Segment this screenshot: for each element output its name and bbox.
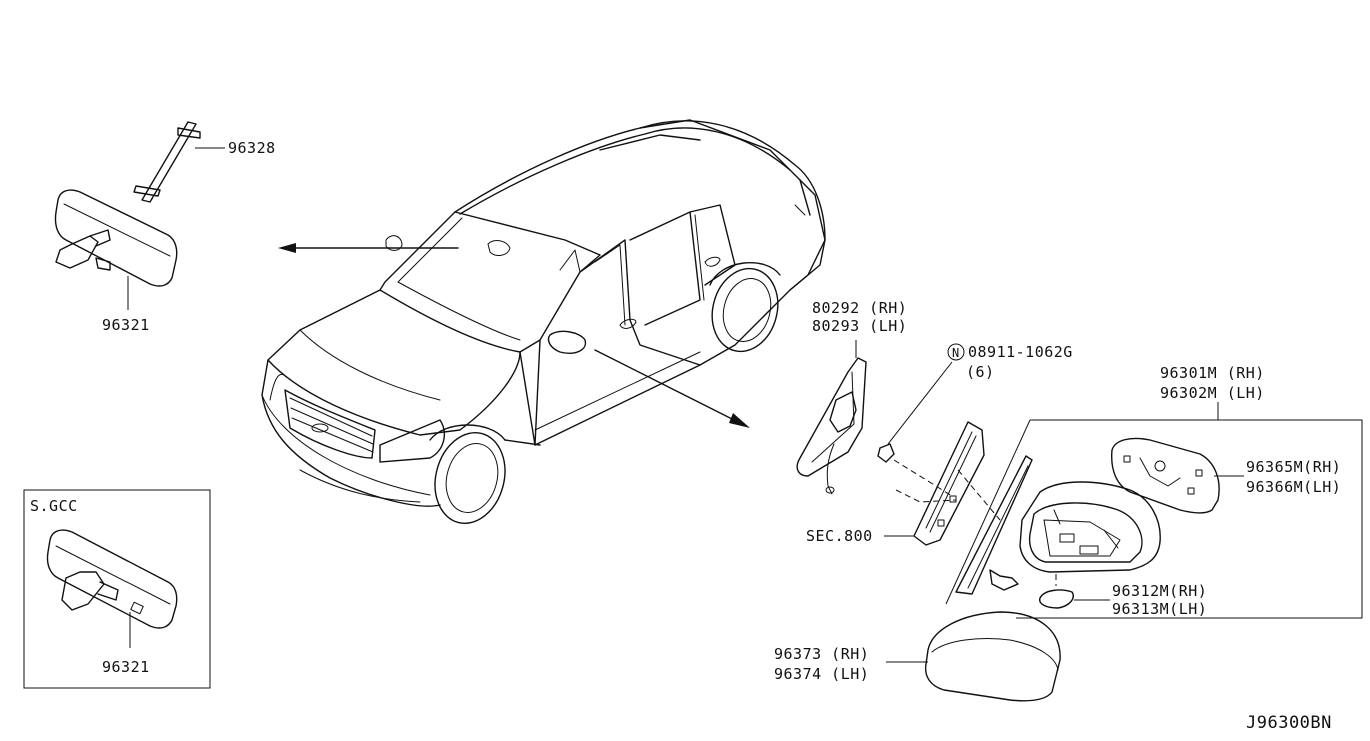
mirror-assy-lh-label: 96302M (LH)	[1160, 384, 1265, 402]
nut-part-label: 08911-1062G	[968, 343, 1073, 361]
cap-rh-label: 96373 (RH)	[774, 645, 869, 663]
section-ref-label: SEC.800	[806, 527, 873, 545]
nut-part	[877, 343, 965, 497]
car-illustration	[261, 119, 826, 524]
glass-lh-label: 96366M(LH)	[1246, 478, 1341, 496]
inside-mirror-label: 96321	[102, 316, 150, 334]
bracket-part	[133, 121, 225, 203]
diagram-id: J96300BN	[1246, 713, 1332, 733]
corner-cover-rh-label: 80292 (RH)	[812, 299, 907, 317]
sgcc-box	[23, 489, 211, 689]
corner-cover-lh-label: 80293 (LH)	[812, 317, 907, 335]
mirror-cap-part	[886, 611, 1061, 702]
corner-cover-part	[796, 340, 867, 495]
glass-rh-label: 96365M(RH)	[1246, 458, 1341, 476]
inside-mirror-part	[54, 189, 178, 310]
cap-lh-label: 96374 (LH)	[774, 665, 869, 683]
nut-symbol: N	[952, 346, 960, 360]
mirror-assy-rh-label: 96301M (RH)	[1160, 364, 1265, 382]
door-panel-section	[884, 421, 1001, 546]
mirror-assembly-box	[945, 402, 1363, 619]
bracket-label: 96328	[228, 139, 276, 157]
sgcc-label: S.GCC	[30, 497, 78, 515]
lamp-rh-label: 96312M(RH)	[1112, 582, 1207, 600]
nut-qty-label: (6)	[966, 363, 995, 381]
sgcc-mirror-label: 96321	[102, 658, 150, 676]
lamp-lh-label: 96313M(LH)	[1112, 600, 1207, 618]
